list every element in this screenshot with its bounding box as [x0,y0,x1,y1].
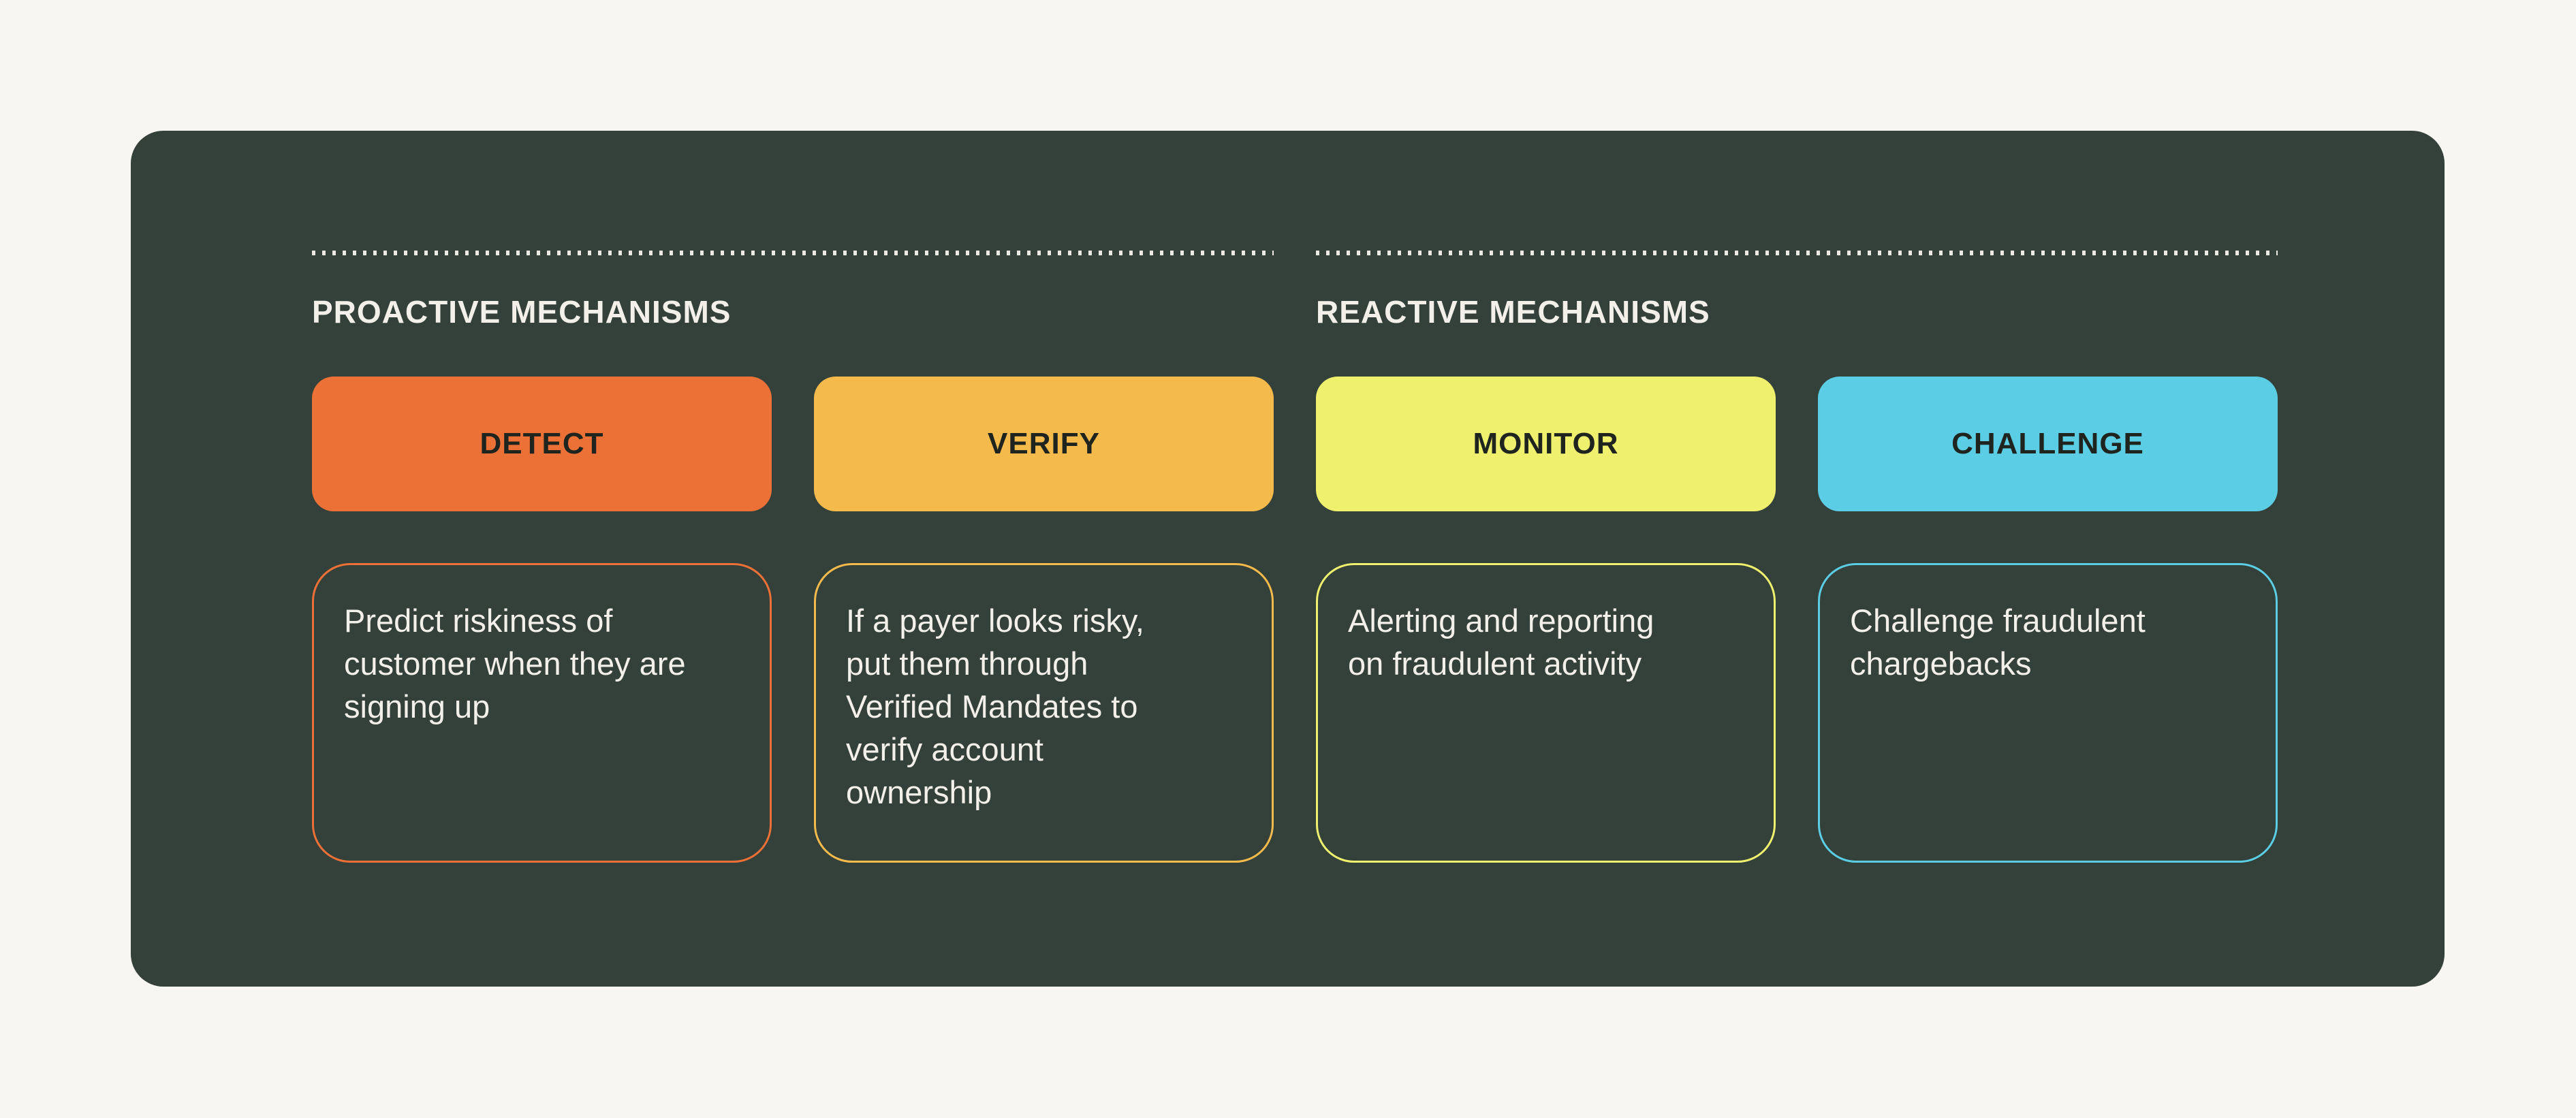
diagram-panel: PROACTIVE MECHANISMS REACTIVE MECHANISMS… [131,131,2445,987]
descriptions-row: Predict riskiness of customer when they … [312,563,2278,863]
group-label-reactive: REACTIVE MECHANISMS [1316,294,1710,330]
card-monitor: MONITOR [1316,377,1776,511]
dotted-divider-proactive [312,251,1274,255]
group-header-reactive: REACTIVE MECHANISMS [1316,251,2278,328]
description-challenge: Challenge fraudulent chargebacks [1818,563,2278,863]
group-headers-row: PROACTIVE MECHANISMS REACTIVE MECHANISMS [312,251,2278,328]
description-verify: If a payer looks risky, put them through… [814,563,1274,863]
card-detect: DETECT [312,377,772,511]
group-header-proactive: PROACTIVE MECHANISMS [312,251,1274,328]
description-detect: Predict riskiness of customer when they … [312,563,772,863]
card-challenge: CHALLENGE [1818,377,2278,511]
group-label-proactive: PROACTIVE MECHANISMS [312,294,732,330]
card-verify: VERIFY [814,377,1274,511]
dotted-divider-reactive [1316,251,2278,255]
diagram-content: PROACTIVE MECHANISMS REACTIVE MECHANISMS… [312,251,2278,863]
cards-row: DETECT VERIFY MONITOR CHALLENGE [312,377,2278,511]
description-monitor: Alerting and reporting on fraudulent act… [1316,563,1776,863]
